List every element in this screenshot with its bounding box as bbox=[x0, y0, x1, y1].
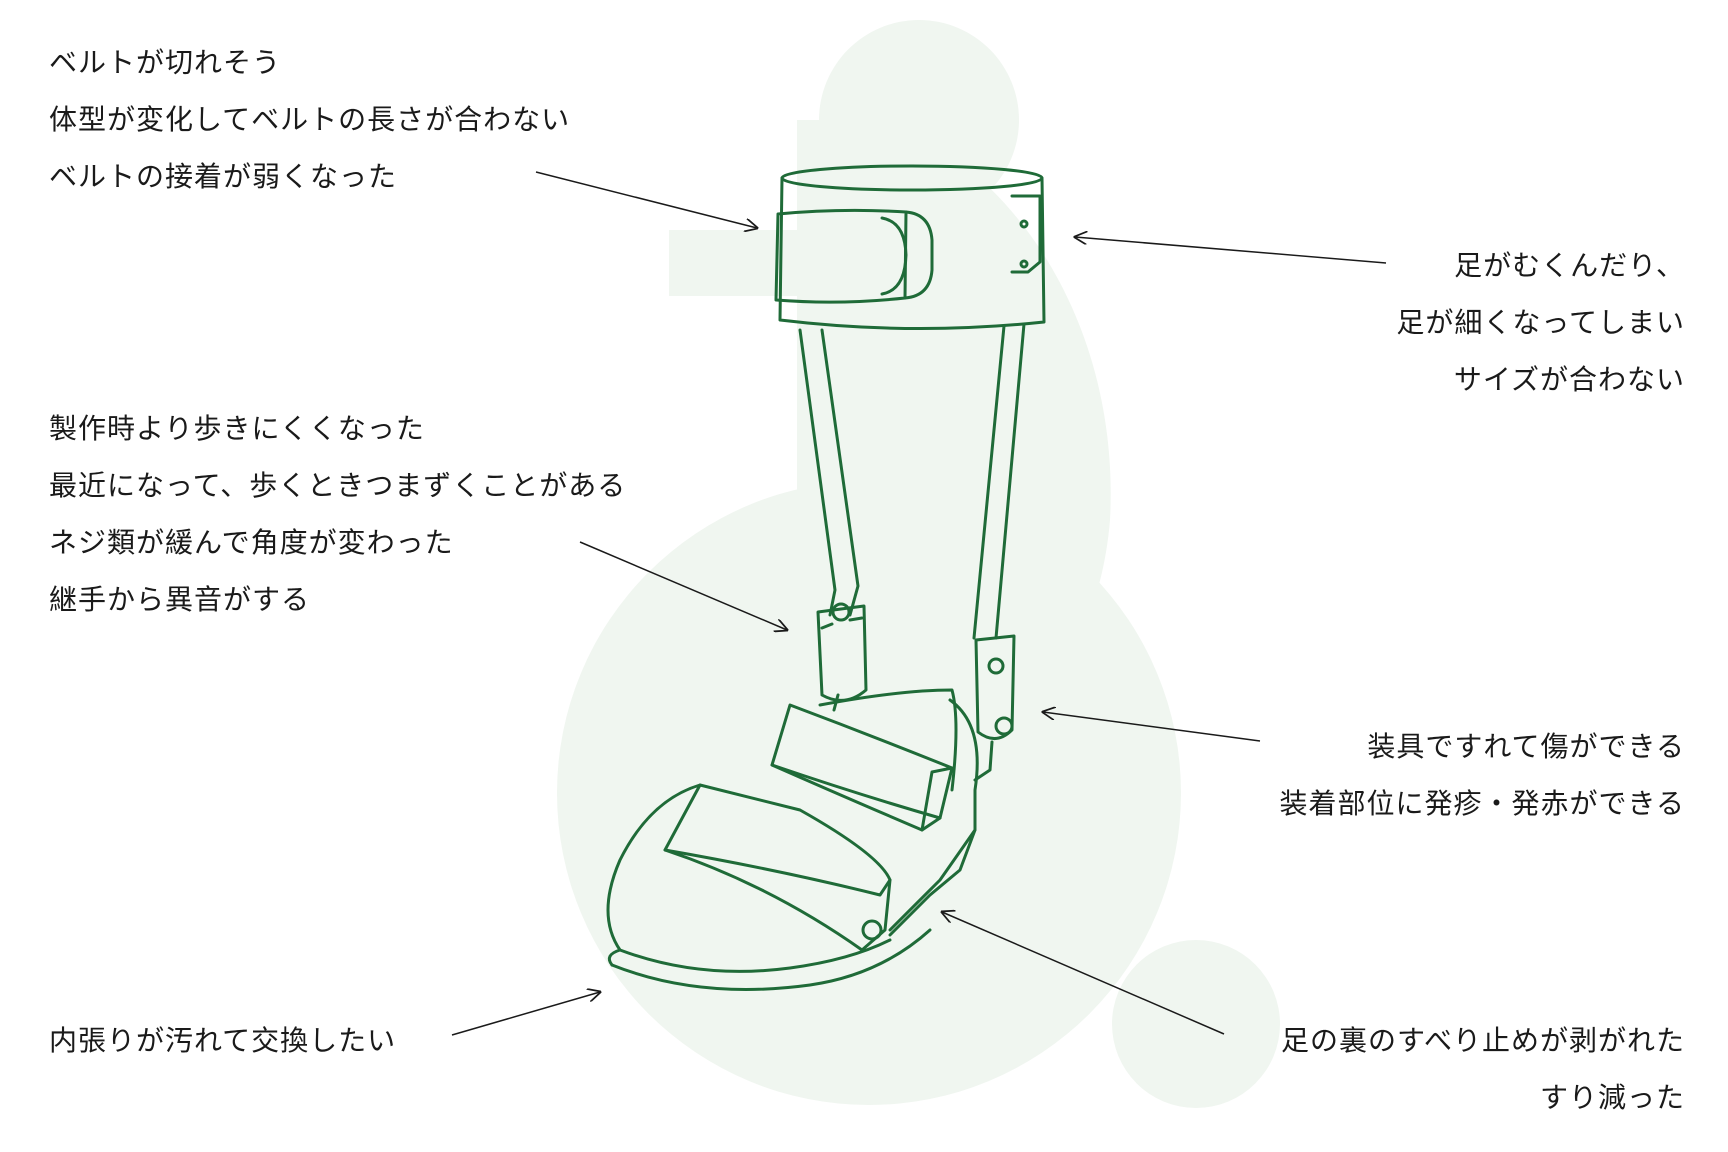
callout-arrows bbox=[451, 171, 1387, 1036]
note-joint: 製作時より歩きにくくなった 最近になって、歩くときつまずくことがある ネジ類が緩… bbox=[49, 400, 626, 628]
background-logo-shape bbox=[557, 20, 1280, 1108]
note-liner: 内張りが汚れて交換したい bbox=[49, 1012, 396, 1069]
note-belt-line-3: ベルトの接着が弱くなった bbox=[49, 160, 398, 193]
note-joint-line-4: 継手から異音がする bbox=[49, 583, 311, 616]
note-size-line-1: 足がむくんだり、 bbox=[1454, 249, 1685, 282]
note-belt-line-1: ベルトが切れそう bbox=[49, 46, 282, 79]
arrow-belt bbox=[535, 171, 757, 228]
note-joint-line-3: ネジ類が緩んで角度が変わった bbox=[49, 526, 454, 559]
note-belt-line-2: 体型が変化してベルトの長さが合わない bbox=[49, 103, 571, 136]
note-sole-line-1: 足の裏のすべり止めが剥がれた bbox=[1280, 1024, 1685, 1057]
note-skin-line-1: 装具ですれて傷ができる bbox=[1367, 730, 1685, 763]
note-size: 足がむくんだり、 足が細くなってしまい サイズが合わない bbox=[1396, 237, 1685, 408]
orthosis-outline bbox=[606, 164, 1046, 991]
arrow-sole bbox=[942, 912, 1225, 1035]
arrow-liner bbox=[451, 992, 600, 1036]
note-size-line-2: 足が細くなってしまい bbox=[1396, 306, 1685, 339]
note-size-line-3: サイズが合わない bbox=[1453, 363, 1685, 396]
note-sole: 足の裏のすべり止めが剥がれた すり減った bbox=[1281, 1012, 1685, 1126]
note-belt: ベルトが切れそう 体型が変化してベルトの長さが合わない ベルトの接着が弱くなった bbox=[49, 34, 570, 205]
arrow-skin bbox=[1043, 712, 1261, 742]
note-liner-line-1: 内張りが汚れて交換したい bbox=[49, 1024, 397, 1057]
arrow-joint bbox=[579, 541, 787, 630]
note-joint-line-2: 最近になって、歩くときつまずくことがある bbox=[49, 469, 627, 502]
note-joint-line-1: 製作時より歩きにくくなった bbox=[49, 412, 425, 445]
note-sole-line-2: すり減った bbox=[1539, 1081, 1685, 1114]
arrow-size bbox=[1075, 237, 1387, 264]
note-skin-line-2: 装着部位に発疹・発赤ができる bbox=[1279, 787, 1685, 820]
note-skin: 装具ですれて傷ができる 装着部位に発疹・発赤ができる bbox=[1280, 718, 1685, 832]
